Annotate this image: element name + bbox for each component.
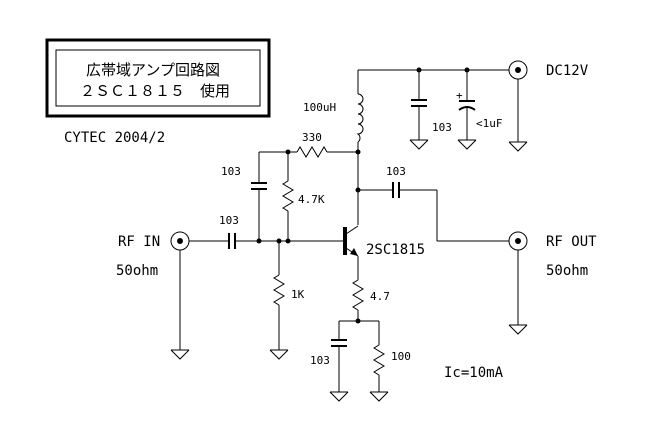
input-cap-label: 103 <box>219 214 239 227</box>
author-label: CYTEC 2004/2 <box>64 130 165 146</box>
transistor-label: 2SC1815 <box>366 242 425 258</box>
base-node-3 <box>285 238 291 244</box>
feedback-resistor <box>288 146 358 158</box>
bias-upper-label: 4.7K <box>298 193 325 206</box>
input-capacitor <box>189 233 344 249</box>
rf-in-impedance: 50ohm <box>116 263 158 279</box>
emitter-bypass-resistor <box>369 321 389 402</box>
inductor-icon <box>356 93 364 152</box>
electrolytic-label: <1uF <box>476 117 503 130</box>
emitter-capacitor <box>329 321 349 402</box>
title-block: 広帯域アンプ回路図 ２ＳＣ１８１５ 使用 <box>45 38 271 118</box>
transistor-icon <box>343 225 359 280</box>
dc-label: DC12V <box>546 63 589 79</box>
inductor-label: 100uH <box>303 101 336 114</box>
emitter-bypass-label: 100 <box>391 350 411 363</box>
rf-out-label: RF OUT <box>546 234 597 250</box>
output-capacitor <box>358 182 509 242</box>
bias-resistor-lower <box>269 241 289 360</box>
base-node-1 <box>256 238 262 244</box>
emitter-resistor <box>352 279 364 321</box>
bias-lower-label: 1K <box>291 288 305 301</box>
rf-out-impedance: 50ohm <box>546 263 588 279</box>
bias-resistor-upper <box>282 152 294 241</box>
feedback-resistor-label: 330 <box>302 131 322 144</box>
emitter-resistor-label: 4.7 <box>370 290 390 303</box>
supply-capacitor <box>409 67 429 150</box>
rf-in-connector-icon <box>170 231 190 360</box>
emitter-cap-label: 103 <box>310 354 330 367</box>
electrolytic-capacitor: + <box>456 67 477 150</box>
output-cap-label: 103 <box>386 165 406 178</box>
rf-in-label: RF IN <box>118 234 160 250</box>
title-line2: ２ＳＣ１８１５ 使用 <box>80 82 230 100</box>
rf-out-connector-icon <box>508 231 528 335</box>
dc-connector-icon <box>508 60 528 152</box>
feedback-cap-label: 103 <box>221 165 241 178</box>
feedback-capacitor <box>251 152 267 241</box>
supply-rail <box>357 69 509 94</box>
title-line1: 広帯域アンプ回路図 <box>86 61 220 79</box>
supply-cap-label: 103 <box>432 121 452 134</box>
current-note: Ic=10mA <box>444 365 504 381</box>
svg-text:+: + <box>456 89 463 102</box>
